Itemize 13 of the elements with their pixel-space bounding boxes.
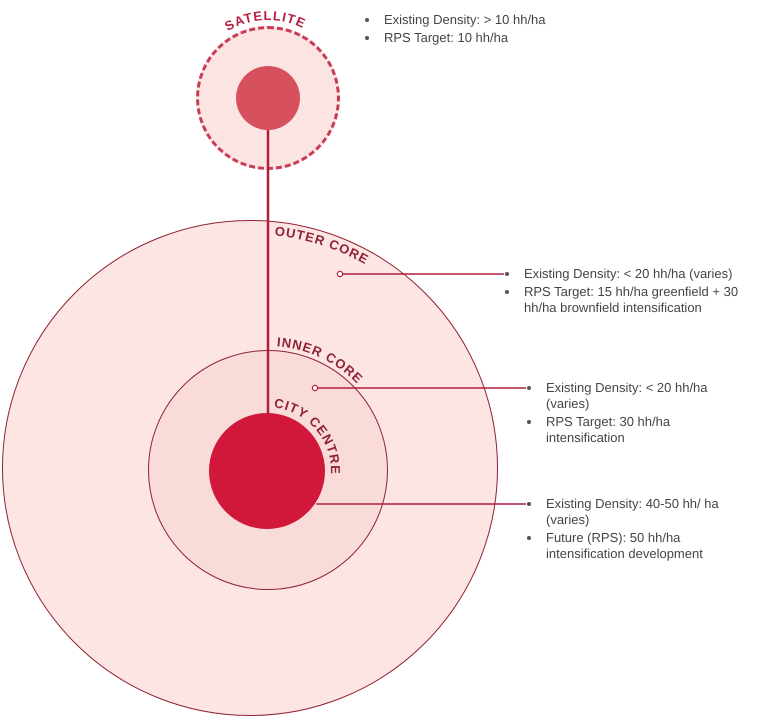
bullet-text: RPS Target: 30 hh/ha intensification xyxy=(546,414,670,445)
bullet-text: Existing Density: > 10 hh/ha xyxy=(384,12,546,27)
leader-line xyxy=(336,270,504,278)
leader-line xyxy=(312,384,526,392)
bullet-text: Existing Density: < 20 hh/ha (varies) xyxy=(546,380,708,411)
bullet-text: Future (RPS): 50 hh/ha intensification development xyxy=(546,530,703,561)
bullet-text: RPS Target: 15 hh/ha greenfield + 30 hh/ha brownfield intensification xyxy=(524,284,738,315)
connector-line xyxy=(266,130,270,414)
zone-label: SATELLITE xyxy=(222,8,308,34)
leader-line xyxy=(316,503,526,505)
bullet-text: Existing Density: < 20 hh/ha (varies) xyxy=(524,266,732,281)
bullet-text: RPS Target: 10 hh/ha xyxy=(384,30,508,45)
bullet-text: Existing Density: 40-50 hh/ ha (varies) xyxy=(546,496,719,527)
